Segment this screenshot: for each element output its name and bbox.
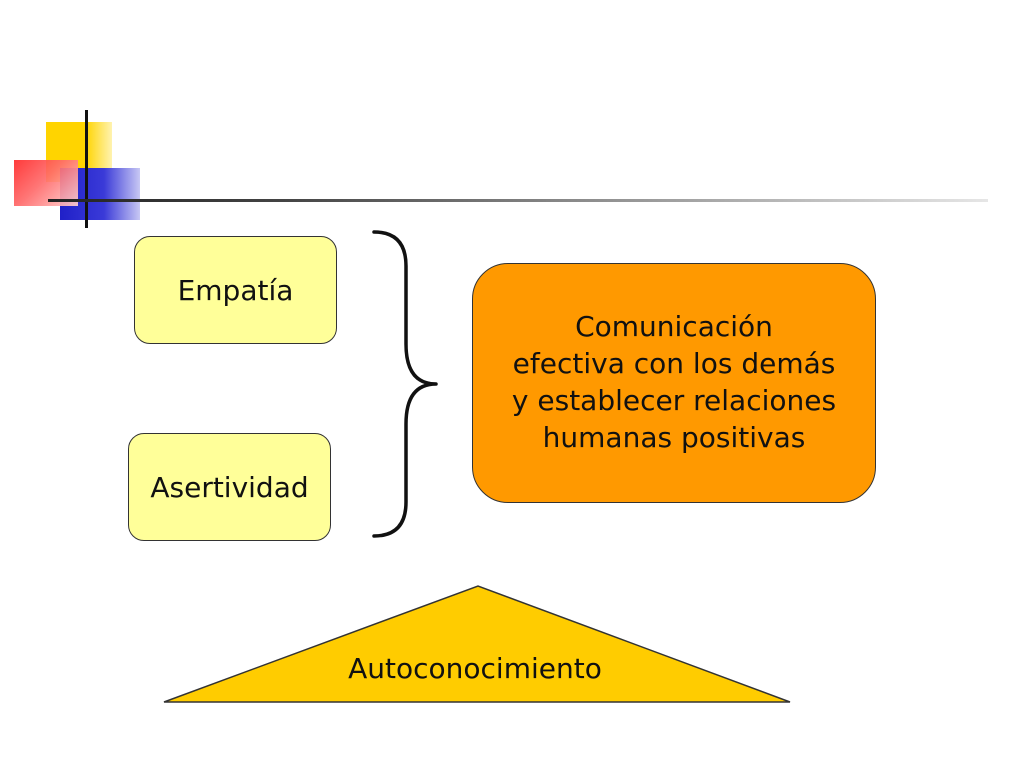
empatia-label: Empatía: [177, 273, 294, 307]
decorative-horizontal-line: [48, 199, 988, 202]
comunicacion-efectiva-box: Comunicación efectiva con los demás y es…: [472, 263, 876, 503]
autoconocimiento-label: Autoconocimiento: [348, 652, 602, 685]
decorative-vertical-line: [85, 110, 88, 228]
autoconocimiento-base-triangle: [163, 585, 791, 703]
result-line-1: Comunicación: [575, 310, 773, 344]
result-line-3: y establecer relaciones: [511, 384, 837, 417]
right-curly-brace: [372, 230, 438, 538]
asertividad-label: Asertividad: [150, 470, 309, 504]
decorative-red-square: [14, 160, 78, 206]
asertividad-box: Asertividad: [128, 433, 331, 541]
empatia-box: Empatía: [134, 236, 337, 344]
result-line-2: efectiva con los demás: [512, 347, 836, 381]
result-line-4: humanas positivas: [542, 420, 806, 454]
